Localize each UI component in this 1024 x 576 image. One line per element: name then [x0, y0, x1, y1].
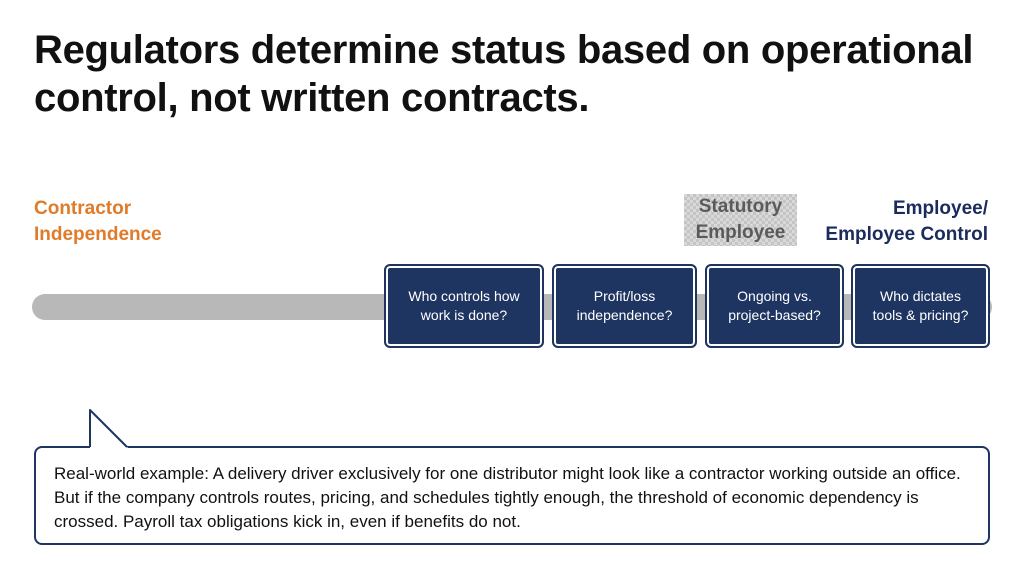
criterion-card-ongoing: Ongoing vs. project-based? — [705, 264, 844, 348]
callout-pointer — [89, 409, 128, 448]
criterion-4-line-2: tools & pricing? — [872, 307, 969, 323]
criterion-3-line-2: project-based? — [728, 307, 821, 323]
contractor-independence-label: Contractor Independence — [34, 196, 162, 248]
criterion-1-line-1: Who controls how — [408, 288, 520, 304]
middle-label-line-1: Statutory — [698, 196, 783, 217]
statutory-employee-label: Statutory Employee — [684, 194, 797, 246]
left-label-line-2: Independence — [34, 224, 162, 245]
criterion-1-line-2: work is done? — [420, 307, 508, 323]
criterion-4-line-1: Who dictates — [880, 288, 961, 304]
criterion-2-line-1: Profit/loss — [593, 288, 656, 304]
criterion-card-profit-loss: Profit/loss independence? — [552, 264, 697, 348]
criterion-card-tools-pricing: Who dictates tools & pricing? — [851, 264, 990, 348]
right-label-line-1: Employee/ — [892, 198, 988, 219]
criterion-card-control: Who controls how work is done? — [384, 264, 544, 348]
right-label-line-2: Employee Control — [825, 224, 988, 245]
left-label-line-1: Contractor — [34, 198, 132, 219]
callout-text: Real-world example: A delivery driver ex… — [54, 464, 961, 531]
slide-title: Regulators determine status based on ope… — [34, 28, 974, 120]
middle-label-line-2: Employee — [695, 222, 786, 243]
criterion-2-line-2: independence? — [576, 307, 673, 323]
criterion-3-line-1: Ongoing vs. — [737, 288, 812, 304]
example-callout: Real-world example: A delivery driver ex… — [34, 446, 990, 545]
employee-control-label: Employee/ Employee Control — [825, 196, 988, 248]
